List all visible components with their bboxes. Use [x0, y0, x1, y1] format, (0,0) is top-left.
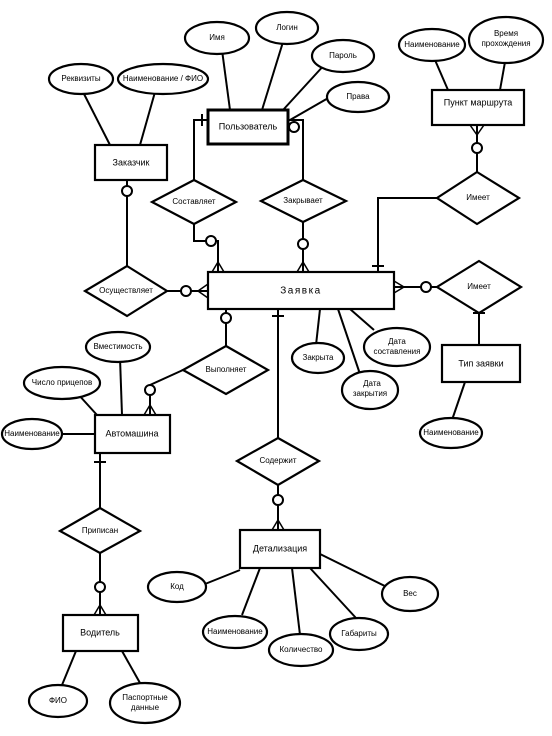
- rel-assigned[interactable]: Приписан: [57, 506, 143, 555]
- rel-closes-label: Закрывает: [283, 196, 323, 205]
- svg-text:составления: составления: [374, 347, 421, 356]
- attr-driver-fio[interactable]: ФИО: [27, 683, 89, 719]
- entity-user[interactable]: Пользователь: [206, 108, 290, 146]
- entity-driver-label: Водитель: [80, 627, 120, 637]
- svg-text:Паспортные: Паспортные: [122, 693, 168, 702]
- rel-performs-label: Осуществляет: [99, 286, 153, 295]
- attr-order-type-name[interactable]: Наименование: [418, 416, 484, 450]
- attr-order-date-closed[interactable]: Дата закрытия: [340, 369, 400, 411]
- rel-closes[interactable]: Закрывает: [258, 178, 349, 224]
- attr-user-login[interactable]: Логин: [254, 10, 320, 46]
- svg-text:Наименование: Наименование: [4, 429, 60, 438]
- attr-car-trailers[interactable]: Число прицепов: [22, 365, 102, 401]
- svg-text:Дата: Дата: [363, 379, 381, 388]
- entity-driver[interactable]: Водитель: [61, 613, 140, 653]
- svg-text:закрытия: закрытия: [353, 389, 387, 398]
- svg-text:данные: данные: [131, 703, 160, 712]
- attr-user-name[interactable]: Имя: [183, 20, 251, 56]
- rel-has-route[interactable]: Имеет: [434, 170, 522, 226]
- svg-text:Пароль: Пароль: [329, 51, 357, 60]
- entity-route-point[interactable]: Пункт маршрута: [430, 88, 526, 127]
- attr-detail-code[interactable]: Код: [146, 570, 208, 604]
- svg-text:Логин: Логин: [276, 23, 298, 32]
- rel-performs[interactable]: Осуществляет: [82, 264, 170, 318]
- attr-detail-name[interactable]: Наименование: [201, 614, 269, 650]
- rel-has-type[interactable]: Имеет: [434, 259, 524, 315]
- attr-user-password[interactable]: Пароль: [310, 38, 376, 74]
- svg-text:Наименование: Наименование: [423, 428, 479, 437]
- attr-driver-passport[interactable]: Паспортные данные: [108, 681, 182, 725]
- svg-text:Габариты: Габариты: [341, 629, 377, 638]
- entity-customer[interactable]: Заказчик: [93, 143, 169, 182]
- attr-detail-weight[interactable]: Вес: [380, 575, 440, 613]
- rel-executes-label: Выполняет: [206, 365, 247, 374]
- attr-car-capacity[interactable]: Вместимость: [84, 330, 152, 364]
- rel-contains[interactable]: Содержит: [234, 436, 322, 487]
- entity-user-label: Пользователь: [219, 121, 278, 131]
- entity-order-type-label: Тип заявки: [458, 358, 503, 368]
- svg-text:Закрыта: Закрыта: [302, 353, 334, 362]
- svg-text:Вместимость: Вместимость: [93, 342, 142, 351]
- svg-text:ФИО: ФИО: [49, 696, 67, 705]
- entity-car[interactable]: Автомашина: [93, 413, 172, 455]
- rel-has-type-label: Имеет: [467, 282, 491, 291]
- svg-text:Число прицепов: Число прицепов: [32, 378, 92, 387]
- attr-car-name[interactable]: Наименование: [0, 417, 64, 451]
- svg-text:Время: Время: [494, 29, 518, 38]
- attr-order-date-created[interactable]: Дата составления: [362, 326, 432, 368]
- rel-has-route-label: Имеет: [466, 193, 490, 202]
- svg-text:прохождения: прохождения: [481, 39, 530, 48]
- attr-detail-qty[interactable]: Количество: [267, 632, 335, 668]
- entity-car-label: Автомашина: [105, 428, 158, 438]
- attr-customer-name[interactable]: Наименование / ФИО: [116, 62, 210, 96]
- entity-route-point-label: Пункт маршрута: [444, 97, 512, 107]
- svg-text:Код: Код: [170, 582, 184, 591]
- svg-text:Наименование: Наименование: [404, 40, 460, 49]
- entity-order-type[interactable]: Тип заявки: [440, 343, 522, 384]
- svg-text:Наименование / ФИО: Наименование / ФИО: [123, 74, 203, 83]
- rel-composes[interactable]: Составляет: [149, 178, 239, 226]
- svg-text:Наименование: Наименование: [207, 627, 263, 636]
- rel-assigned-label: Приписан: [82, 526, 118, 535]
- attr-route-point-time[interactable]: Время прохождения: [467, 15, 545, 65]
- entity-detail[interactable]: Детализация: [238, 528, 322, 570]
- attr-order-closed[interactable]: Закрыта: [290, 341, 346, 375]
- svg-text:Реквизиты: Реквизиты: [61, 74, 100, 83]
- svg-text:Права: Права: [346, 92, 370, 101]
- rel-executes[interactable]: Выполняет: [180, 344, 271, 396]
- entity-detail-label: Детализация: [253, 543, 307, 553]
- svg-text:Количество: Количество: [280, 645, 324, 654]
- entity-customer-label: Заказчик: [113, 157, 150, 167]
- rel-composes-label: Составляет: [172, 197, 216, 206]
- attr-user-rights[interactable]: Права: [325, 80, 391, 114]
- rel-contains-label: Содержит: [259, 456, 296, 465]
- entity-order-label: Заявка: [280, 286, 322, 297]
- attr-detail-dims[interactable]: Габариты: [328, 616, 390, 652]
- entity-order[interactable]: Заявка: [206, 270, 396, 311]
- attr-customer-requisites[interactable]: Реквизиты: [47, 62, 115, 96]
- attr-route-point-name[interactable]: Наименование: [397, 27, 467, 63]
- svg-text:Имя: Имя: [209, 33, 225, 42]
- svg-text:Дата: Дата: [388, 337, 406, 346]
- svg-text:Вес: Вес: [403, 589, 417, 598]
